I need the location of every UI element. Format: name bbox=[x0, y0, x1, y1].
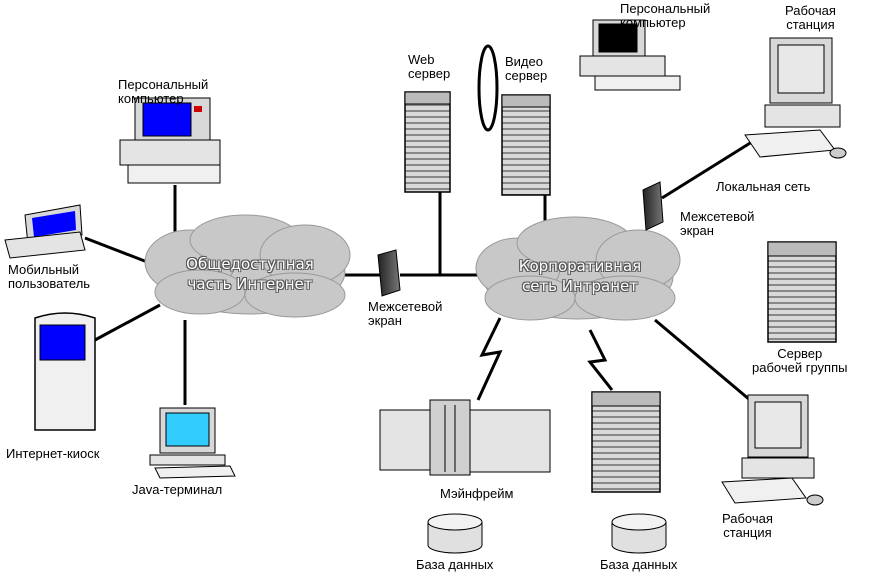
personal-computer-left-icon bbox=[119, 97, 221, 184]
cloud-label-internet: Общедоступная часть Интернет bbox=[186, 255, 314, 293]
internet-kiosk-icon bbox=[34, 312, 96, 431]
label-firewall-right: Межсетевой экран bbox=[680, 209, 755, 238]
mainframe-icon bbox=[379, 399, 551, 476]
label-workstation-bottom: Рабочая станция bbox=[722, 511, 773, 540]
label-pc-left: Персональный компьютер bbox=[118, 77, 209, 106]
label-workgroup-server: Сервер рабочей группы bbox=[752, 346, 848, 375]
label-internet-kiosk: Интернет-киоск bbox=[6, 446, 100, 461]
intranet-cloud bbox=[475, 216, 681, 321]
label-video-server: Видео сервер bbox=[505, 54, 548, 83]
connection-lines bbox=[84, 138, 756, 405]
workstation-top-icon bbox=[744, 37, 847, 159]
label-database-left: База данных bbox=[416, 557, 494, 572]
link-internet-kiosk bbox=[94, 303, 161, 342]
link-mainframe-zigzag bbox=[476, 317, 503, 401]
link-fwright-lan bbox=[661, 138, 756, 200]
firewall-mid-icon bbox=[377, 249, 401, 297]
database-left-icon bbox=[427, 513, 483, 554]
java-terminal-icon bbox=[149, 407, 236, 479]
cloud-label-intranet: Корпоративная сеть Интранет bbox=[518, 257, 642, 295]
web-server-icon bbox=[404, 91, 451, 193]
database-right-icon bbox=[611, 513, 667, 554]
internet-cloud bbox=[144, 214, 351, 318]
mobile-laptop-icon bbox=[4, 204, 86, 259]
firewall-right-icon bbox=[642, 181, 664, 231]
label-web-server: Web сервер bbox=[408, 52, 451, 81]
link-db-zigzag bbox=[587, 329, 614, 391]
label-database-right: База данных bbox=[600, 557, 678, 572]
label-mobile-user: Мобильный пользователь bbox=[8, 262, 91, 291]
workgroup-server-icon bbox=[767, 241, 837, 343]
label-local-network: Локальная сеть bbox=[716, 179, 811, 194]
link-intranet-workstation bbox=[654, 318, 751, 402]
link-internet-mobile bbox=[84, 236, 156, 267]
label-pc-top: Персональный компьютер bbox=[620, 1, 711, 30]
video-server-icon bbox=[501, 94, 551, 196]
workstation-bottom-icon bbox=[721, 394, 824, 506]
label-workstation-top: Рабочая станция bbox=[785, 3, 836, 32]
label-mainframe: Мэйнфрейм bbox=[440, 486, 514, 501]
personal-computer-top-icon bbox=[579, 19, 681, 91]
database-server-icon bbox=[591, 391, 661, 493]
label-firewall-mid: Межсетевой экран bbox=[368, 299, 443, 328]
ring-icon bbox=[477, 44, 499, 132]
label-java-terminal: Java-терминал bbox=[132, 482, 223, 497]
